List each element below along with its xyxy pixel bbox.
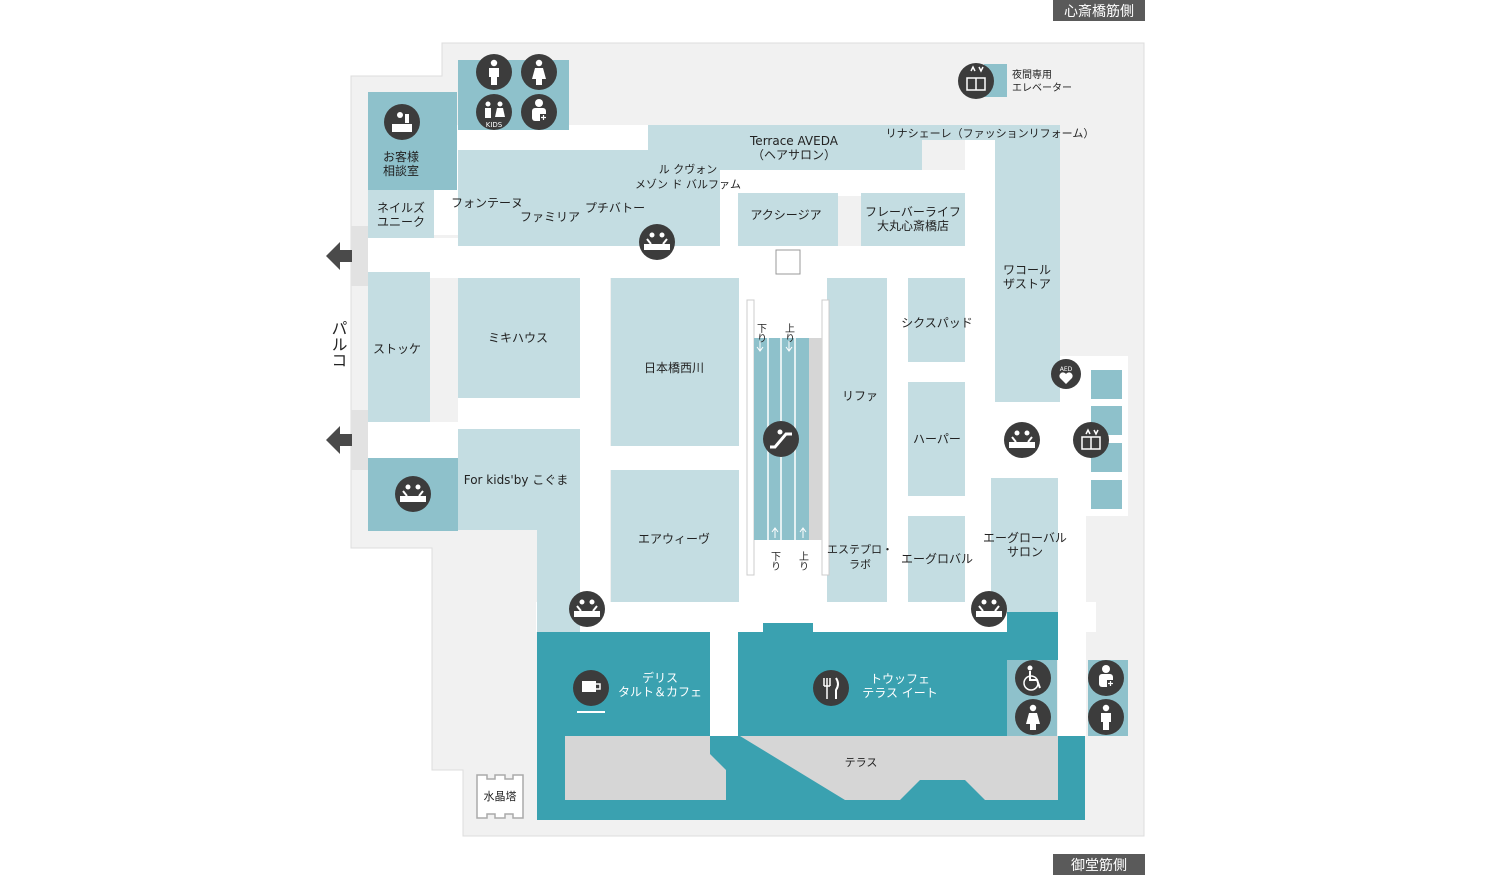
kids-restroom-icon: KIDS: [476, 94, 512, 130]
customer-room-label-2: 相談室: [383, 163, 419, 178]
tout-buffet-label-1: トウッフェ: [870, 672, 930, 686]
elevator-icon: [1073, 422, 1109, 458]
rinascere-label: リナシェーレ（ファッションリフォーム）: [886, 127, 1095, 140]
terrace-aveda-label-1: Terrace AVEDA: [749, 134, 839, 148]
crystal-tower-label: 水晶塔: [484, 790, 517, 803]
delice-label-2: タルト＆カフェ: [618, 685, 702, 699]
terrace-area: [565, 736, 1058, 800]
nihonbashi-nishikawa-label: 日本橋西川: [644, 361, 704, 375]
night-elevator-label-1: 夜間専用: [1012, 68, 1052, 81]
escalator-up-bottom: 上り: [797, 551, 809, 571]
night-elevator-label-2: エレベーター: [1012, 82, 1072, 94]
mens-restroom-icon: [476, 54, 512, 90]
familiar-label: ファミリア: [520, 210, 580, 224]
parco-entrances: [326, 226, 368, 470]
egrobal-salon-label-2: サロン: [1007, 545, 1043, 559]
air-weave-label: エアウィーヴ: [638, 531, 710, 546]
first-aid-room-icon: [521, 94, 557, 130]
womens-restroom-icon: [1015, 699, 1051, 735]
six-pad-label: シクスパッド: [901, 316, 973, 330]
parco-label: パルコ: [329, 320, 348, 368]
le-couvent-label-1: ル クヴォン: [659, 162, 718, 176]
egrobal-salon-label-1: エーグローバル: [983, 531, 1067, 545]
arrow-left-icon: [326, 242, 352, 270]
north-direction-tag: 心斎橋筋側: [1053, 0, 1145, 21]
mens-restroom-icon: [1088, 699, 1124, 735]
customer-service-icon: [384, 104, 420, 140]
escalator-down-top: 下り: [755, 323, 767, 343]
night-elevator-legend: 夜間専用 エレベーター: [958, 63, 1072, 99]
rest-area-icon: [1004, 422, 1040, 458]
escalator-down-bottom: 下り: [769, 551, 781, 571]
esthe-pro-labo-label-1: エステプロ・: [827, 543, 893, 556]
first-aid-room-icon: [1088, 660, 1124, 696]
esthe-pro-labo-label-2: ラボ: [849, 558, 871, 571]
arrow-left-icon: [326, 426, 352, 454]
nails-unique-label-2: ユニーク: [377, 215, 425, 229]
stokke-label: ストッケ: [373, 342, 421, 356]
rest-area-icon: [639, 224, 675, 260]
wacoal-label-2: ザストア: [1003, 277, 1051, 291]
escalator-up-top: 上り: [783, 323, 795, 343]
miki-house-label: ミキハウス: [488, 331, 548, 345]
flavor-life-label-1: フレーバーライフ: [865, 205, 961, 219]
south-direction-label: 御堂筋側: [1071, 857, 1127, 874]
rest-area-icon: [569, 591, 605, 627]
wacoal-label-1: ワコール: [1003, 263, 1051, 277]
harper-label: ハーパー: [913, 432, 961, 446]
nails-unique-label-1: ネイルズ: [377, 200, 425, 215]
escalator-icon: [763, 421, 799, 457]
aed-label: AED: [1060, 366, 1073, 373]
le-couvent-label-2: メゾン ド バルファム: [635, 178, 741, 191]
fontaine-label: フォンテーヌ: [451, 196, 523, 210]
for-kids-label: For kids'by こぐま: [464, 473, 569, 487]
crystal-tower: 水晶塔: [476, 774, 524, 819]
store-labels: お客様 相談室 ネイルズ ユニーク ストッケ フォンテーヌ ファミリア プチバト…: [373, 127, 1094, 769]
flavor-life-label-2: 大丸心斎橋店: [877, 218, 949, 233]
rest-area-icon: [395, 476, 431, 512]
rest-area-icon: [971, 591, 1007, 627]
restaurant-icon: [813, 670, 849, 706]
cafe-icon: [573, 670, 609, 713]
kids-label: KIDS: [486, 121, 503, 129]
tout-buffet-label-2: テラス イート: [862, 686, 938, 700]
north-direction-label: 心斎橋筋側: [1064, 3, 1134, 20]
terrace-aveda-label-2: （ヘアサロン）: [752, 148, 836, 162]
customer-room-label-1: お客様: [383, 149, 419, 164]
egrobal-label: エーグロバル: [901, 552, 973, 566]
petit-bateau-label: プチバトー: [585, 201, 645, 215]
wheelchair-restroom-icon: [1015, 660, 1051, 696]
south-direction-tag: 御堂筋側: [1053, 854, 1145, 875]
delice-label-1: デリス: [642, 670, 678, 685]
terrace-label: テラス: [845, 756, 878, 769]
store-blocks: [368, 125, 1060, 632]
lifa-label: リファ: [842, 389, 878, 403]
acsia-label: アクシージア: [750, 208, 821, 222]
elevator-icon: [958, 63, 994, 99]
elevator-shafts: [1089, 368, 1124, 511]
aed-icon: AED: [1051, 359, 1081, 389]
womens-restroom-icon: [521, 54, 557, 90]
